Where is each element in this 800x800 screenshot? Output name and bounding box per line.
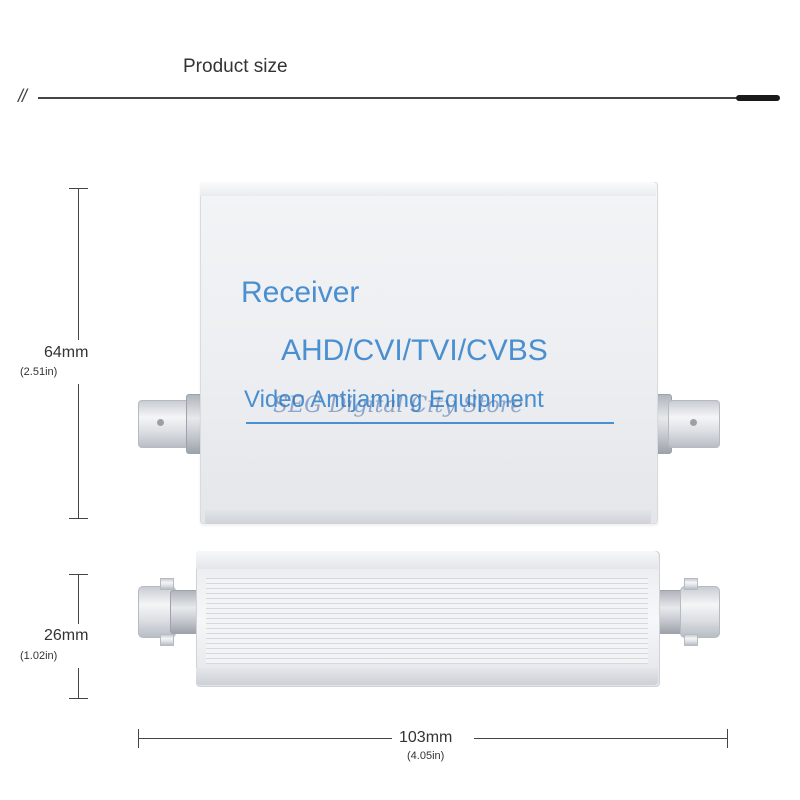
side-left-connector-barrel — [138, 586, 176, 638]
side-left-connector-stub — [160, 578, 174, 590]
device-bottom-bevel — [205, 510, 651, 524]
device-label-underline — [246, 422, 614, 424]
length-dimension-tick-right — [727, 729, 728, 748]
side-right-connector-stub-bottom — [684, 634, 698, 646]
store-watermark: SEG Digital City Store — [273, 393, 524, 418]
header-slashes: // — [18, 86, 27, 106]
device-top-panel — [200, 182, 658, 524]
height-dimension-tick-top — [69, 188, 88, 189]
length-mm-label: 103mm — [399, 729, 453, 746]
header-title: Product size — [183, 56, 288, 77]
header-rule — [38, 97, 738, 99]
length-in-label: (4.05in) — [407, 750, 445, 762]
thickness-mm-label: 26mm — [44, 627, 89, 644]
left-connector-pin — [157, 419, 164, 426]
device-label-equipment: Video Antijaming Equipment — [244, 386, 544, 413]
device-label-formats: AHD/CVI/TVI/CVBS — [281, 334, 548, 367]
device-side-top-edge — [196, 551, 658, 569]
right-connector-barrel — [668, 400, 720, 448]
device-cooling-fins — [206, 578, 648, 664]
height-in-label: (2.51in) — [20, 366, 58, 378]
side-left-connector-nut — [170, 590, 200, 634]
height-dimension-tick-bottom — [69, 518, 88, 519]
length-label-bg — [392, 726, 474, 750]
thickness-in-label: (1.02in) — [20, 650, 58, 662]
length-dimension-tick-left — [138, 729, 139, 748]
thickness-dimension-tick-top — [69, 574, 88, 575]
right-connector-pin — [690, 419, 697, 426]
device-side-bottom-edge — [196, 668, 658, 685]
side-right-connector-stub — [684, 578, 698, 590]
side-right-connector-barrel — [680, 586, 720, 638]
side-left-connector-stub-bottom — [160, 634, 174, 646]
thickness-dimension-tick-bottom — [69, 698, 88, 699]
height-mm-label: 64mm — [44, 344, 89, 361]
thickness-label-bg — [40, 624, 120, 668]
device-label-receiver: Receiver — [241, 276, 360, 309]
left-connector-barrel — [138, 400, 192, 448]
device-top-bevel — [200, 182, 656, 196]
height-label-bg — [40, 340, 120, 384]
header-rule-cap — [736, 95, 780, 101]
